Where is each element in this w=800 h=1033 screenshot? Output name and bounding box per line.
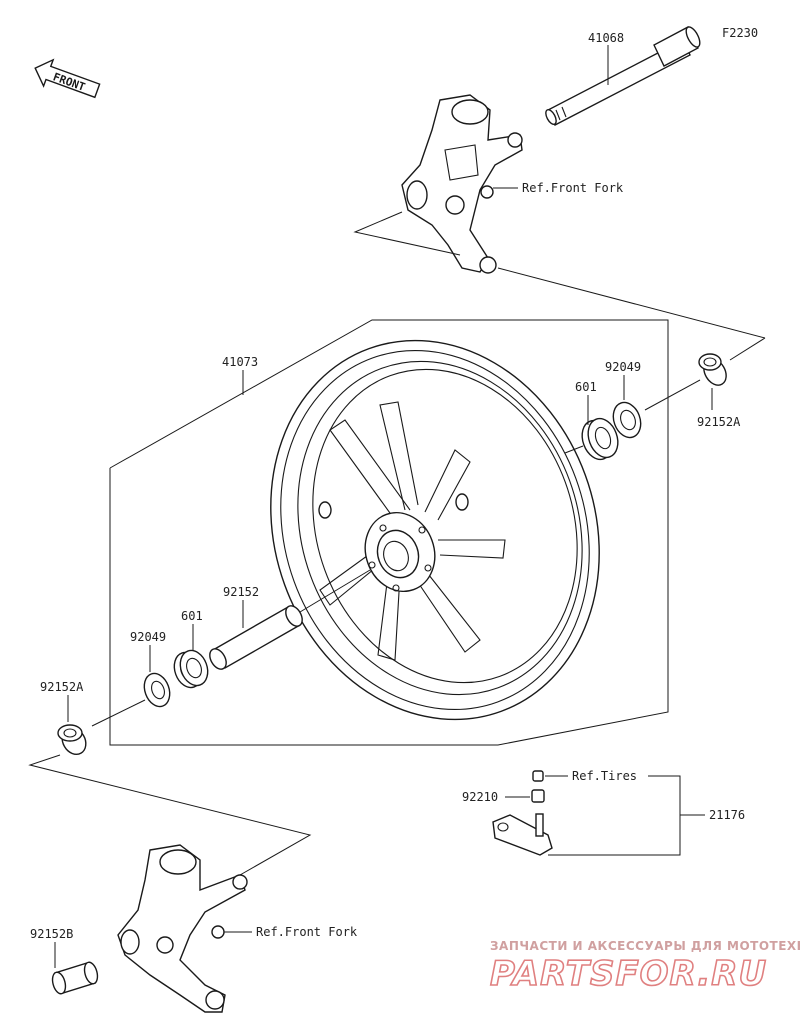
label-valve-assy: 21176 [709, 808, 745, 822]
label-bearing-right: 601 [575, 380, 597, 394]
label-spacer: 92152 [223, 585, 259, 599]
spacer-icon [209, 605, 303, 670]
collar-left-icon [57, 724, 87, 756]
label-valve-cap: 92210 [462, 790, 498, 804]
ref-front-fork-upper: Ref.Front Fork [522, 181, 624, 195]
oil-seal-left-icon [143, 672, 171, 708]
valve-cap-icon [532, 770, 544, 782]
ref-tires: Ref.Tires [572, 769, 637, 783]
label-collar-lower: 92152B [30, 927, 73, 941]
front-arrow-icon: FRONT [34, 58, 101, 99]
label-collar-left: 92152A [40, 680, 84, 694]
label-collar-right: 92152A [697, 415, 741, 429]
label-wheel: 41073 [222, 355, 258, 369]
label-oil-seal-right: 92049 [605, 360, 641, 374]
wheel-icon [270, 339, 600, 721]
label-bearing-left: 601 [181, 609, 203, 623]
watermark-logo: PARTSFOR.RU [490, 954, 767, 994]
label-oil-seal-left: 92049 [130, 630, 166, 644]
oil-seal-right-icon [612, 401, 642, 439]
watermark-tagline: ЗАПЧАСТИ И АКСЕССУАРЫ ДЛЯ МОТОТЕХНИКИ [490, 939, 800, 953]
label-axle: 41068 [588, 31, 624, 45]
ref-front-fork-lower: Ref.Front Fork [256, 925, 358, 939]
valve-stem-icon [492, 813, 553, 856]
collar-lower-icon [51, 961, 99, 995]
figure-id: F2230 [722, 26, 758, 40]
collar-right-icon [698, 353, 727, 386]
axle-icon [545, 26, 701, 126]
bearing-right-icon [581, 417, 619, 461]
front-fork-upper-icon [401, 94, 523, 274]
front-fork-lower-icon [117, 844, 248, 1013]
bearing-left-icon [173, 649, 209, 689]
valve-core-icon [531, 789, 545, 803]
